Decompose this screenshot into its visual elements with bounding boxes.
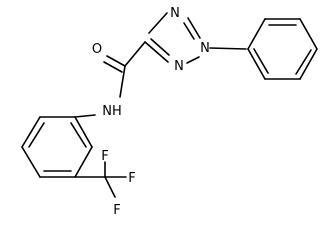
phenyl-ring-left — [21, 116, 93, 178]
bond-n1-phenyl — [209, 47, 247, 50]
atom-o-carbonyl: O — [92, 42, 102, 57]
phenyl-ring-right — [247, 18, 318, 80]
atom-n-triazole-top: N — [170, 6, 180, 21]
atom-f-right: F — [128, 171, 135, 186]
triazole-ring — [144, 12, 201, 64]
atom-n-triazole-n1: N — [200, 41, 210, 56]
atom-n-triazole-n2: N — [174, 59, 184, 74]
atom-n-amide: NH — [102, 104, 122, 119]
atom-f-bottom: F — [113, 203, 120, 218]
trifluoromethyl — [74, 161, 127, 198]
atom-f-top: F — [101, 149, 108, 164]
carboxamide — [74, 41, 146, 118]
